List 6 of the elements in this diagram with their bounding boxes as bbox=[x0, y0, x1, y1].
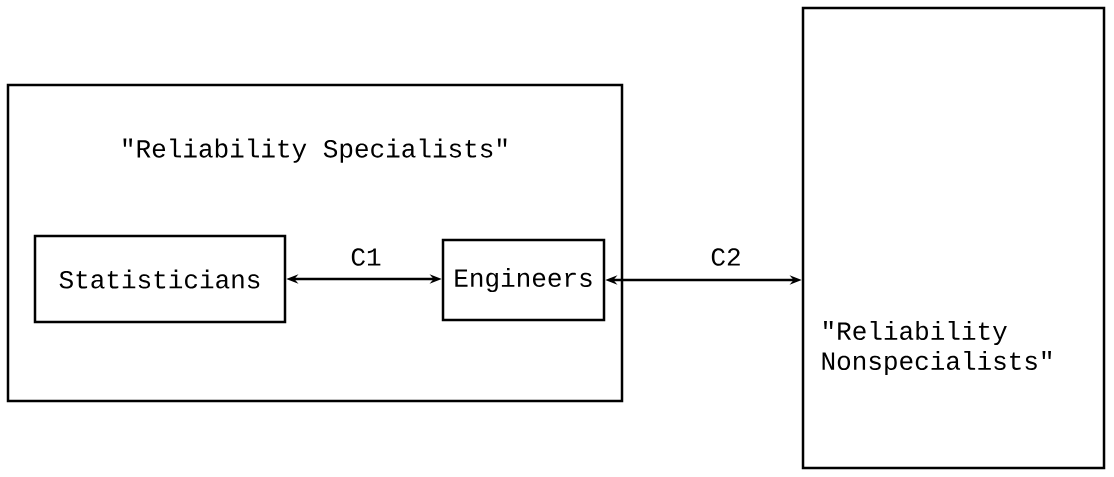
box-text: "Reliability Nonspecialists" bbox=[822, 320, 1051, 376]
edge-label: C1 bbox=[349, 247, 383, 267]
edge-label: C2 bbox=[709, 247, 743, 267]
label-box: Statisticians bbox=[33, 234, 287, 324]
label-box: Engineers bbox=[441, 238, 606, 322]
box-heading: "Reliability Specialists" bbox=[123, 138, 507, 163]
